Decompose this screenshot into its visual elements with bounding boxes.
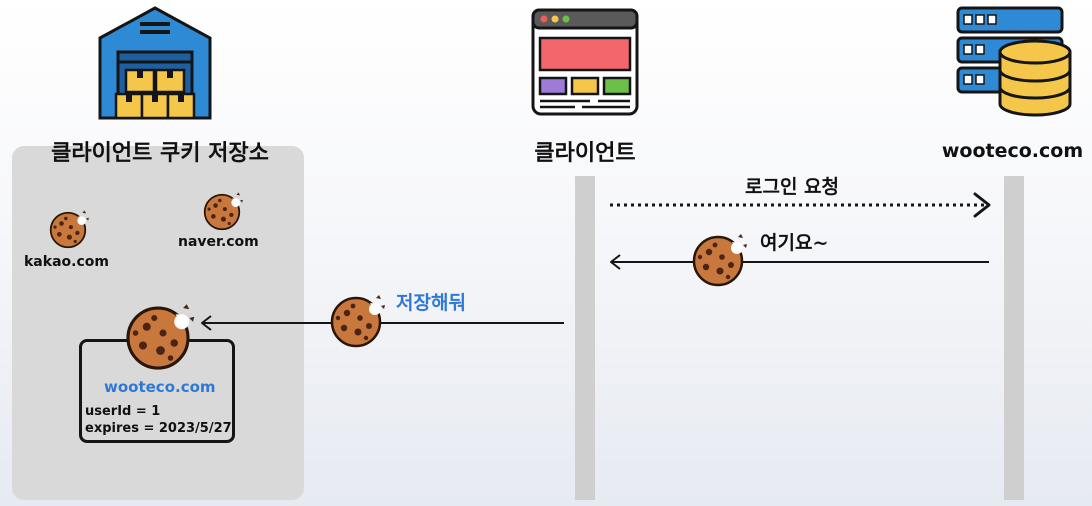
response-label: 여기요~ bbox=[760, 232, 829, 254]
server-lifeline bbox=[1004, 176, 1024, 500]
client-lifeline bbox=[575, 176, 595, 500]
browser-window-icon bbox=[531, 8, 639, 116]
login-request-label: 로그인 요청 bbox=[745, 176, 840, 198]
response-arrow bbox=[610, 254, 989, 270]
client-title: 클라이언트 bbox=[534, 141, 636, 166]
storage-title: 클라이언트 쿠키 저장소 bbox=[51, 141, 269, 166]
cookie-response-icon bbox=[692, 232, 749, 287]
cookie-store-icon bbox=[330, 293, 387, 348]
store-arrow bbox=[201, 315, 564, 331]
naver-domain-label: naver.com bbox=[178, 234, 259, 250]
warehouse-icon bbox=[98, 6, 212, 120]
cookie-card-expires: expires = 2023/5/27 bbox=[85, 421, 232, 436]
cookie-card-user-id: userId = 1 bbox=[85, 404, 161, 419]
store-label: 저장해둬 bbox=[396, 292, 466, 314]
server-title: wooteco.com bbox=[941, 140, 1084, 162]
login-request-arrow bbox=[610, 192, 991, 218]
cookie-card-domain: wooteco.com bbox=[104, 378, 216, 396]
kakao-domain-label: kakao.com bbox=[24, 254, 109, 270]
server-database-icon bbox=[956, 6, 1072, 117]
cookie-kakao-icon bbox=[49, 209, 90, 249]
cookie-naver-icon bbox=[203, 191, 244, 231]
